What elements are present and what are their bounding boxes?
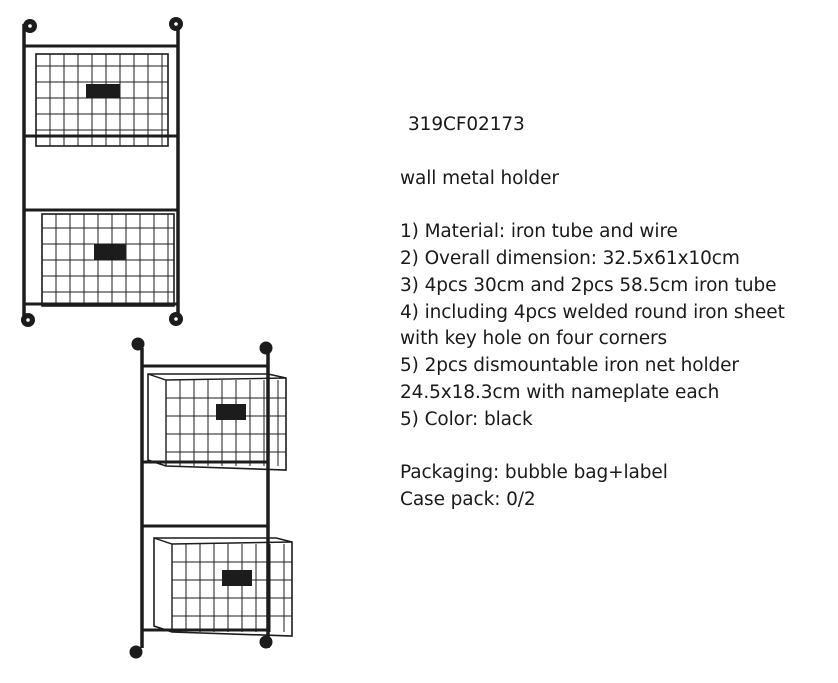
spec-line: with key hole on four corners <box>400 328 668 350</box>
product-name: wall metal holder <box>400 167 559 189</box>
spec-line: 5) Color: black <box>400 408 533 430</box>
product-photo-angled <box>129 337 293 659</box>
product-code: 319CF02173 <box>408 114 525 135</box>
case-pack-line: Case pack: 0/2 <box>400 489 536 511</box>
spec-line: 24.5x18.3cm with nameplate each <box>400 381 720 403</box>
spec-line: 4) including 4pcs welded round iron shee… <box>400 301 785 323</box>
spacer <box>400 192 820 219</box>
product-photo-front <box>21 17 183 327</box>
spacer <box>400 139 820 166</box>
spec-line: 2) Overall dimension: 32.5x61x10cm <box>400 247 740 269</box>
spacer <box>400 434 820 461</box>
spec-line: 3) 4pcs 30cm and 2pcs 58.5cm iron tube <box>400 274 777 296</box>
spec-line: 1) Material: iron tube and wire <box>400 221 678 243</box>
spec-panel: 319CF02173 wall metal holder 1) Material… <box>400 112 820 514</box>
packaging-line: Packaging: bubble bag+label <box>400 462 668 484</box>
spec-line: 5) 2pcs dismountable iron net holder <box>400 355 739 377</box>
